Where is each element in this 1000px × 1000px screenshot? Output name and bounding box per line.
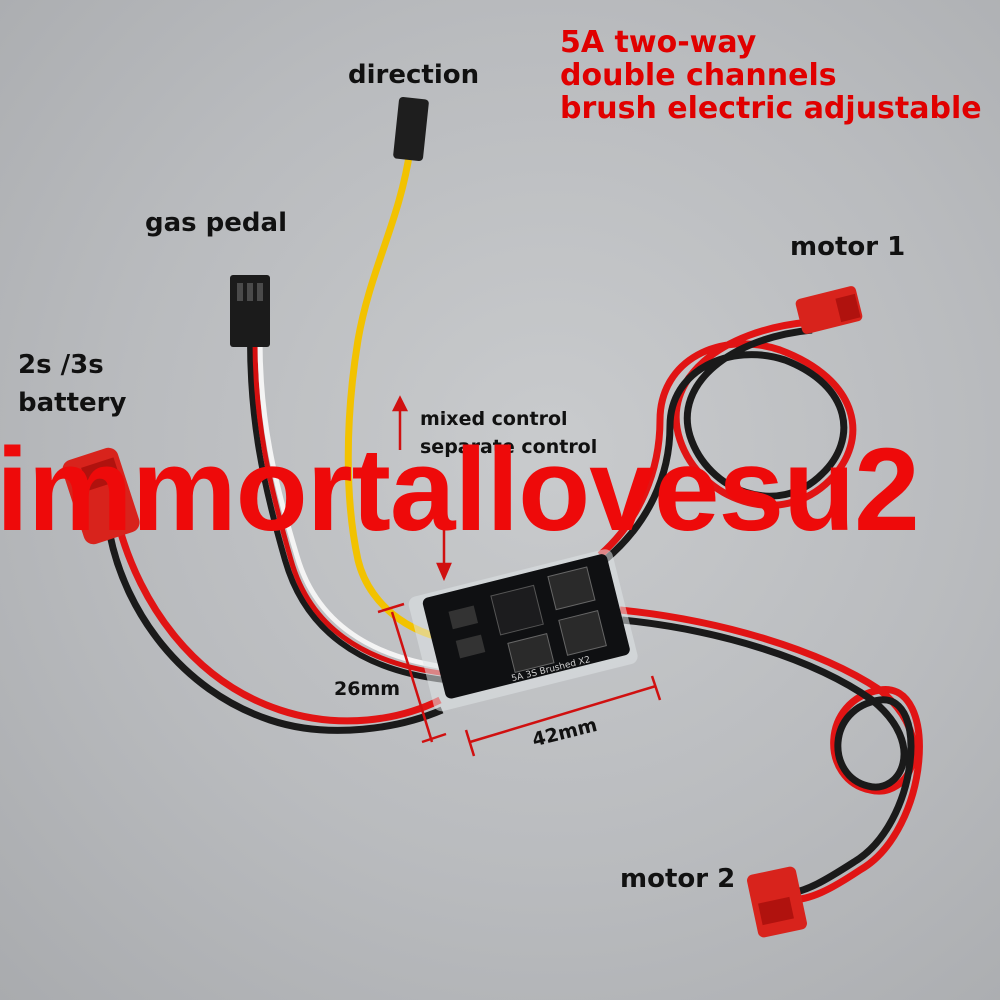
gas-pedal-wire-white <box>257 339 453 671</box>
direction-label: direction <box>348 60 480 90</box>
switch-arrow <box>391 395 452 582</box>
gas-pedal-label: gas pedal <box>145 208 287 238</box>
separate-control-label: separate control <box>420 436 598 458</box>
battery-label-line1: 2s /3s <box>18 350 104 380</box>
controller-board: 5A 3S Brushed X2 <box>408 549 638 712</box>
product-title: 5A two-way double channels brush electri… <box>560 26 982 125</box>
dimension-42mm-line <box>464 675 662 757</box>
motor1-wire-red <box>597 318 857 558</box>
title-line-1: 5A two-way <box>560 25 757 60</box>
battery-label-line2: battery <box>18 388 127 418</box>
motor1-label: motor 1 <box>790 232 906 262</box>
mixed-control-label: mixed control <box>420 408 568 430</box>
width-dimension-label: 26mm <box>334 678 401 700</box>
title-line-3: brush electric adjustable <box>560 91 982 126</box>
battery-wire-black <box>106 534 444 734</box>
motor2-connector <box>747 866 807 938</box>
gas-pedal-wire-red <box>252 339 449 677</box>
gas-pedal-wire-black <box>247 339 446 683</box>
title-line-2: double channels <box>560 58 837 93</box>
battery-wire-red <box>116 529 442 725</box>
direction-connector <box>393 96 429 162</box>
battery-connector <box>62 447 140 545</box>
motor1-connector <box>795 286 863 334</box>
watermark: immortallovesu2 <box>0 424 920 556</box>
dimension-26mm-line <box>377 602 447 744</box>
motor2-wire-black <box>621 616 915 898</box>
gas-pedal-connector <box>230 275 270 347</box>
motor2-label: motor 2 <box>620 864 736 894</box>
motor1-wire-black <box>602 326 848 563</box>
